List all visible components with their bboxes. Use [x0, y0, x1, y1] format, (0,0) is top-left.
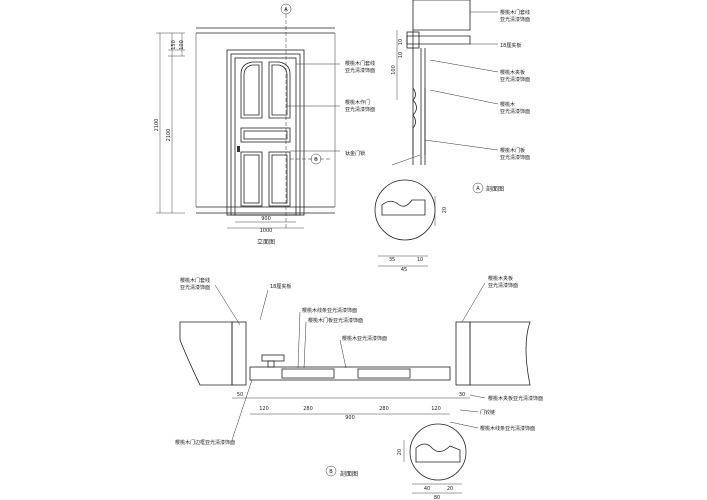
elevation-view: A B 2100 2100 150 100 900 1000 立面图 樱桃木门套… [154, 3, 375, 246]
section-marker-b-title [325, 465, 337, 477]
label-lock: 钛金门锁 [345, 150, 365, 157]
svg-text:亚光清漆饰面: 亚光清漆饰面 [488, 282, 518, 289]
svg-text:900: 900 [261, 216, 271, 222]
svg-text:10: 10 [417, 257, 423, 263]
door-leaf-section [249, 366, 451, 381]
svg-text:120: 120 [259, 406, 269, 412]
door-panel-bottom-left [240, 151, 263, 207]
svg-text:45: 45 [401, 267, 407, 273]
door-panel-top-right [268, 61, 291, 119]
section-marker-a-title [472, 182, 484, 194]
svg-text:亚光清漆饰面: 亚光清漆饰面 [500, 154, 530, 161]
svg-text:樱桃木夹板亚光清漆饰面: 樱桃木夹板亚光清漆饰面 [488, 395, 543, 402]
svg-text:20: 20 [447, 486, 453, 492]
svg-text:20: 20 [397, 449, 403, 455]
svg-text:亚光清漆饰面: 亚光清漆饰面 [500, 108, 530, 115]
door-panel-middle [240, 127, 291, 143]
elevation-title: 立面图 [257, 238, 275, 246]
svg-text:80: 80 [434, 495, 440, 500]
svg-text:樱桃木夹板: 樱桃木夹板 [500, 69, 525, 76]
svg-text:20: 20 [442, 207, 448, 213]
svg-text:樱桃木夹板: 樱桃木夹板 [488, 275, 513, 282]
svg-text:亚光清漆饰面: 亚光清漆饰面 [345, 67, 375, 74]
door-frame-outer [226, 49, 305, 216]
svg-text:B: B [314, 157, 318, 163]
svg-text:B: B [329, 469, 333, 475]
section-marker-a [280, 3, 292, 15]
svg-text:樱桃木线条亚光清漆饰面: 樱桃木线条亚光清漆饰面 [302, 307, 357, 314]
label-frame-line-1: 樱桃木门套线 [345, 60, 375, 67]
section-a-title: 剖面图 [486, 185, 504, 193]
svg-text:280: 280 [303, 406, 313, 412]
svg-text:2100: 2100 [166, 129, 172, 142]
door-panel-top-left [240, 61, 263, 119]
detail-circle-a [374, 179, 436, 241]
door-panel-bottom-right [268, 151, 291, 207]
svg-text:门铰链: 门铰链 [480, 409, 495, 416]
svg-text:A: A [476, 186, 480, 192]
svg-text:樱桃木门板: 樱桃木门板 [500, 147, 525, 154]
section-marker-b [310, 153, 322, 165]
svg-text:18厘夹板: 18厘夹板 [270, 283, 291, 290]
svg-text:亚光清漆饰面: 亚光清漆饰面 [345, 106, 375, 113]
svg-text:樱桃木亚光清漆饰面: 樱桃木亚光清漆饰面 [342, 335, 387, 342]
svg-text:18厘夹板: 18厘夹板 [500, 42, 521, 49]
door-handle-icon [237, 146, 240, 152]
svg-text:100: 100 [391, 65, 397, 75]
svg-text:A: A [284, 7, 288, 13]
section-b-view: 50 120 280 280 120 900 30 樱桃木门套线 亚光清漆饰面 … [175, 275, 543, 500]
svg-text:280: 280 [379, 406, 389, 412]
svg-text:樱桃木: 樱桃木 [500, 101, 515, 108]
svg-text:120: 120 [431, 406, 441, 412]
section-a-view: 100 10 10 樱桃木门套线 亚光清漆饰面 18厘夹板 樱桃木夹板 亚光清漆… [374, 0, 530, 273]
svg-text:1000: 1000 [260, 228, 273, 234]
detail-circle-b [409, 423, 467, 481]
svg-text:40: 40 [424, 486, 430, 492]
svg-text:樱桃木门套线: 樱桃木门套线 [500, 9, 530, 16]
svg-text:樱桃木门板亚光清漆饰面: 樱桃木门板亚光清漆饰面 [308, 317, 363, 324]
svg-text:亚光清漆饰面: 亚光清漆饰面 [500, 16, 530, 23]
section-b-title: 剖面图 [340, 470, 358, 478]
svg-text:亚光清漆饰面: 亚光清漆饰面 [500, 76, 530, 83]
svg-text:樱桃木门套线: 樱桃木门套线 [180, 277, 210, 284]
svg-text:10: 10 [398, 52, 404, 58]
svg-text:900: 900 [345, 415, 355, 421]
svg-text:亚光清漆饰面: 亚光清漆饰面 [180, 284, 210, 291]
svg-text:樱桃木线条亚光清漆饰面: 樱桃木线条亚光清漆饰面 [480, 425, 535, 432]
svg-text:35: 35 [389, 257, 395, 263]
svg-text:10: 10 [398, 39, 404, 45]
svg-text:30: 30 [459, 392, 465, 398]
svg-text:150: 150 [171, 40, 177, 50]
svg-text:100: 100 [179, 40, 185, 50]
svg-text:樱桃木门边框亚光清漆饰面: 樱桃木门边框亚光清漆饰面 [175, 439, 235, 446]
label-door-leaf: 樱桃木作门 [345, 99, 370, 106]
door-leaf [234, 57, 297, 216]
svg-text:50: 50 [237, 392, 243, 398]
svg-text:2100: 2100 [154, 119, 160, 132]
